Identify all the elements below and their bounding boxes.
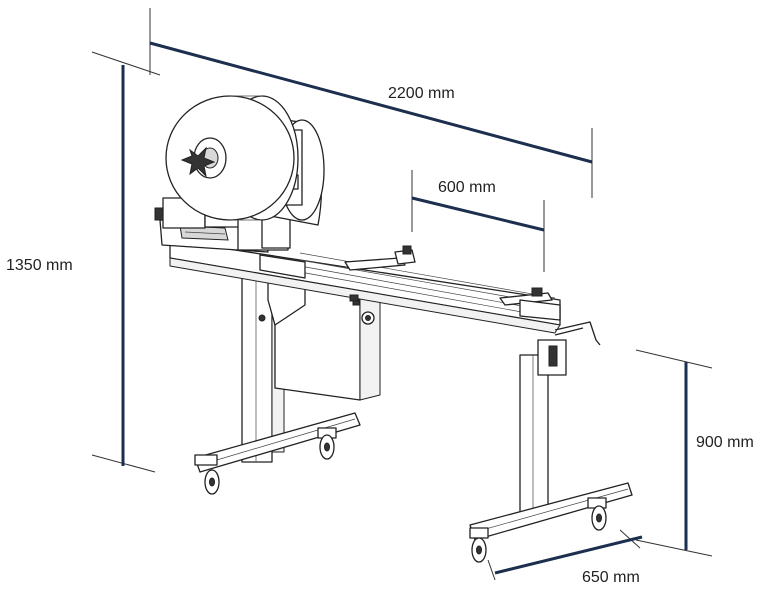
dimension-height-conveyor: 900 mm — [635, 349, 754, 557]
left-leg — [194, 261, 361, 495]
conveyor-rail — [169, 239, 601, 346]
dimension-lines: 2200 mm 600 mm 1350 mm 900 mm — [6, 8, 754, 586]
dimension-height-total: 1350 mm — [6, 51, 161, 473]
dimension-section: 600 mm — [411, 170, 545, 272]
label-height-conveyor: 900 mm — [696, 434, 754, 451]
label-section: 600 mm — [438, 179, 496, 196]
label-reel — [165, 95, 299, 221]
dimension-width: 650 mm — [487, 529, 643, 586]
right-leg — [469, 339, 633, 563]
label-height-total: 1350 mm — [6, 257, 73, 274]
machine-illustration — [154, 95, 633, 563]
dimension-length: 2200 mm — [149, 8, 593, 198]
control-cabinet — [274, 279, 381, 401]
label-length: 2200 mm — [388, 85, 455, 102]
label-width: 650 mm — [582, 569, 640, 586]
